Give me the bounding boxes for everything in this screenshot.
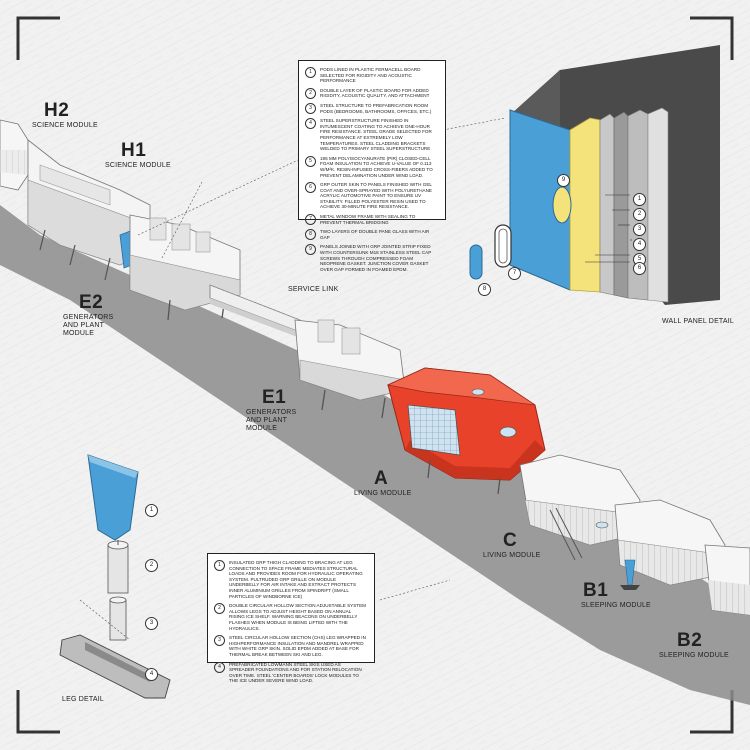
note-number: 4 [214, 661, 225, 673]
note-item: 9 PANELS JOINED WITH GRP JOINTED STRIP FI… [305, 244, 437, 272]
note-item: 5 195 MM POLYISOCYANURATE (PIR) CLOSED-CE… [305, 155, 437, 178]
label-b1-name: SLEEPING MODULE [581, 602, 651, 609]
label-service-link: SERVICE LINK [288, 286, 339, 293]
note-text: STEEL STRUCTURE TO PREFABRICATION ROOM P… [320, 102, 432, 114]
note-number: 2 [214, 603, 225, 615]
wall-notes-list: 1 PODS LINED IN PLASTIC FERMACELL BOARD S… [305, 67, 437, 272]
label-h2-code: H2 [44, 100, 70, 121]
note-number: 4 [305, 118, 316, 130]
module-c [519, 454, 641, 561]
leg-chs-section [109, 599, 127, 641]
label-e1-name: GENERATORS AND PLANT MODULE [246, 409, 297, 432]
label-wall-panel-detail: WALL PANEL DETAIL [662, 318, 734, 325]
callout-bubble: 4 [145, 668, 158, 681]
module-a-red [386, 367, 546, 495]
note-text: DOUBLE LAYER OF PLASTIC BOARD FOR ADDED … [320, 87, 430, 99]
label-b2-name: SLEEPING MODULE [659, 652, 729, 659]
label-e2-name: GENERATORS AND PLANT MODULE [63, 314, 114, 337]
note-text: PREFABRICATED LOWMANN STEEL SKIS USED AS… [229, 661, 362, 684]
note-item: 4 STEEL SUPERSTRUCTURE FINISHED IN INTUME… [305, 118, 437, 152]
note-item: 1 INSULATED GRP THIGH CLADDING TO BRACING… [214, 560, 366, 599]
callout-bubble: 4 [633, 238, 646, 251]
corner-marks [16, 16, 734, 734]
label-e2: E2 GENERATORS AND PLANT MODULE [63, 292, 125, 338]
callout-bubble: 8 [478, 283, 491, 296]
leg-detail-graphic [59, 454, 171, 699]
wall-panel-detail-graphic [469, 45, 720, 305]
window-glass-piece [469, 244, 483, 280]
note-item: 6 GRP OUTER SKIN TO PANELS FINISHED WITH … [305, 182, 437, 210]
note-item: 1 PODS LINED IN PLASTIC FERMACELL BOARD S… [305, 67, 437, 84]
note-item: 2 DOUBLE LAYER OF PLASTIC BOARD FOR ADDED… [305, 87, 437, 99]
callout-bubble: 9 [557, 174, 570, 187]
label-a-name: LIVING MODULE [354, 490, 412, 497]
note-text: PANELS JOINED WITH GRP JOINTED STRIP FIX… [320, 244, 432, 272]
label-e1-code: E1 [262, 387, 287, 408]
callout-bubble: 1 [633, 193, 646, 206]
label-h1-name: SCIENCE MODULE [105, 162, 171, 169]
note-item: 3 STEEL CIRCULAR HOLLOW SECTION (CHS) LEG… [214, 635, 366, 657]
note-number: 6 [305, 182, 316, 194]
label-b2: B2 SLEEPING MODULE [659, 630, 729, 660]
note-item: 3 STEEL STRUCTURE TO PREFABRICATION ROOM … [305, 102, 437, 114]
note-text: GRP OUTER SKIN TO PANELS FINISHED WITH G… [320, 182, 432, 210]
note-text: TWO LAYERS OF DOUBLE PANE GLASS WITH AIR… [320, 229, 430, 240]
note-number: 7 [305, 214, 316, 226]
callout-bubble: 3 [145, 617, 158, 630]
label-b1: B1 SLEEPING MODULE [581, 580, 651, 610]
label-c-name: LIVING MODULE [483, 552, 541, 559]
callout-bubble: 6 [633, 262, 646, 275]
note-text: STEEL SUPERSTRUCTURE FINISHED IN INTUMES… [320, 118, 432, 152]
label-e1: E1 GENERATORS AND PLANT MODULE [246, 387, 308, 433]
note-item: 4 PREFABRICATED LOWMANN STEEL SKIS USED A… [214, 661, 366, 684]
note-text: METAL WINDOW FRAME WITH SEALING TO PREVE… [320, 214, 416, 225]
note-number: 2 [305, 87, 316, 99]
label-a-code: A [374, 468, 389, 489]
note-text: PODS LINED IN PLASTIC FERMACELL BOARD SE… [320, 67, 421, 84]
note-number: 1 [214, 560, 225, 571]
module-b1 [614, 499, 726, 590]
label-e2-code: E2 [79, 292, 104, 313]
module-a-glazing [407, 404, 461, 456]
leg-thigh-cladding [87, 454, 139, 541]
label-leg-detail: LEG DETAIL [62, 696, 104, 703]
ground-shadow [0, 205, 750, 705]
note-number: 8 [305, 229, 316, 241]
label-h2-name: SCIENCE MODULE [32, 122, 98, 129]
note-item: 2 DOUBLE CIRCULAR HOLLOW SECTION ADJUSTAB… [214, 603, 366, 631]
label-b2-code: B2 [677, 630, 703, 651]
note-text: STEEL CIRCULAR HOLLOW SECTION (CHS) LEG … [229, 635, 366, 657]
label-h2: H2 SCIENCE MODULE [32, 100, 98, 130]
callout-bubble: 3 [633, 223, 646, 236]
note-number: 3 [214, 635, 225, 647]
leg-adjustable-sleeve [107, 544, 129, 594]
note-number: 1 [305, 67, 316, 78]
leg-notes: 1 INSULATED GRP THIGH CLADDING TO BRACING… [207, 553, 375, 683]
module-e1 [294, 319, 406, 419]
wall-window-opening [552, 186, 572, 224]
label-h1-code: H1 [121, 140, 147, 161]
note-text: DOUBLE CIRCULAR HOLLOW SECTION ADJUSTABL… [229, 603, 366, 631]
module-a-porthole [499, 426, 517, 438]
module-b2 [704, 544, 750, 616]
note-item: 7 METAL WINDOW FRAME WITH SEALING TO PREV… [305, 214, 437, 226]
callout-bubble: 1 [145, 504, 158, 517]
note-number: 3 [305, 102, 316, 114]
label-a: A LIVING MODULE [354, 468, 411, 498]
label-h1: H1 SCIENCE MODULE [105, 140, 171, 170]
note-number: 5 [305, 155, 316, 167]
module-h2 [0, 119, 29, 191]
callout-bubble: 7 [508, 267, 521, 280]
label-c: C LIVING MODULE [483, 530, 540, 560]
leg-notes-list: 1 INSULATED GRP THIGH CLADDING TO BRACING… [214, 560, 366, 684]
callout-bubble: 2 [633, 208, 646, 221]
note-number: 9 [305, 244, 316, 256]
note-item: 8 TWO LAYERS OF DOUBLE PANE GLASS WITH AI… [305, 229, 437, 241]
note-text: INSULATED GRP THIGH CLADDING TO BRACING … [229, 560, 363, 599]
label-c-code: C [503, 530, 518, 551]
note-text: 195 MM POLYISOCYANURATE (PIR) CLOSED-CEL… [320, 155, 433, 178]
callout-bubble: 2 [145, 559, 158, 572]
label-b1-code: B1 [583, 580, 609, 601]
wall-panel-notes: 1 PODS LINED IN PLASTIC FERMACELL BOARD S… [298, 60, 446, 272]
